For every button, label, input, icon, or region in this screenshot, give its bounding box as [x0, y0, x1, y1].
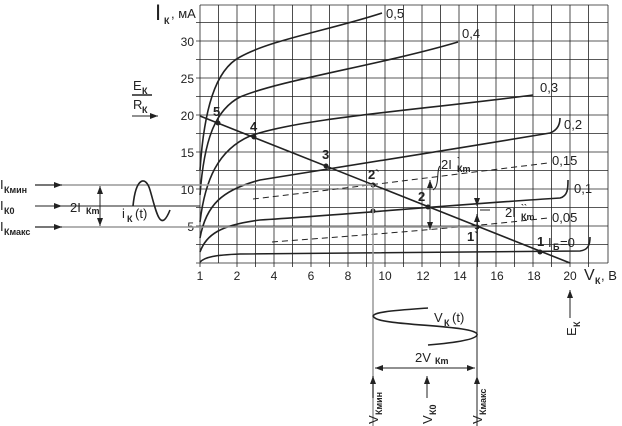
- ib0-value: =0: [560, 235, 575, 250]
- y-axis-title: I К , мА: [155, 0, 196, 26]
- rk-den-sub: К: [142, 105, 148, 115]
- grid: [196, 4, 609, 267]
- vk-signal-sub: К: [444, 318, 450, 328]
- y-tick-labels: 5 10 15 20 25 30: [181, 35, 195, 234]
- x-tick: 4: [271, 269, 278, 283]
- curve-label: 0,1: [574, 181, 592, 196]
- y-tick: 15: [181, 146, 195, 160]
- y-axis-unit: , мА: [171, 6, 196, 21]
- point-label: 3: [322, 147, 329, 162]
- y-axis-sub: К: [164, 16, 170, 26]
- ik-max-label: I: [0, 219, 4, 234]
- x-tick: 8: [345, 269, 352, 283]
- ik-min-label: I: [0, 177, 4, 192]
- ek-sub: К: [572, 321, 582, 327]
- ikm1-label: 2I: [441, 157, 452, 172]
- ib0-label: I: [548, 235, 552, 250]
- curve-ib-0.15: [252, 162, 549, 200]
- vk0-sub: К0: [428, 405, 438, 416]
- ikm2-sup: ``: [521, 203, 527, 213]
- curve-ib-0.3: [199, 94, 534, 223]
- curve-ib-0.5: [199, 12, 383, 171]
- x-tick: 18: [527, 269, 541, 283]
- vk-max-label: V: [470, 415, 485, 424]
- curve-label: 0,2: [564, 117, 582, 132]
- ikm2-label: 2I: [505, 205, 516, 220]
- characteristic-curves: [199, 12, 591, 263]
- curve-ib-0.2: [199, 117, 561, 239]
- x-axis-symbol: V: [584, 267, 595, 284]
- x-tick: 10: [378, 269, 392, 283]
- ek-rk-label: E К R К: [132, 78, 158, 119]
- load-line-points: 5 4 3 2` 2 1` 1: [213, 104, 544, 255]
- curve-ib-0.4: [199, 41, 459, 196]
- output-voltage-projection: V К (t) 2V Кm V Кмин V К0 V Кмакс E К: [366, 185, 582, 426]
- ikm2-sub: Кm: [521, 212, 535, 222]
- ek-label: E: [564, 327, 579, 336]
- vkm-amp-sub: Кm: [435, 356, 449, 366]
- curve-ib-0: [199, 236, 591, 263]
- x-axis-unit: , В: [601, 268, 617, 283]
- ikm-amp-sub: Кm: [86, 206, 100, 216]
- y-axis-symbol: I: [155, 0, 161, 25]
- x-tick: 12: [416, 269, 430, 283]
- x-tick: 2: [234, 269, 241, 283]
- ik-signal-label: i: [122, 206, 125, 221]
- vk0-label: V: [420, 415, 435, 424]
- ik0-label: I: [0, 198, 4, 213]
- vk-min-label: V: [366, 415, 381, 424]
- ik0-sub: К0: [4, 206, 15, 216]
- current-swing-annotations: 2I ` Кm 2I `` Кm: [427, 156, 535, 230]
- input-current-projection: I Кмин I К0 I Кмакс 2I Кm i К (t): [0, 177, 477, 237]
- point-label: 1: [537, 234, 544, 249]
- rk-den: R: [133, 97, 142, 112]
- vkm-amp-label: 2V: [415, 350, 431, 365]
- ikm1-sup: `: [457, 156, 460, 166]
- ikm-amp-label: 2I: [70, 200, 81, 215]
- point-label: 2`: [368, 167, 380, 182]
- point-label: 5: [213, 104, 220, 119]
- x-tick: 6: [308, 269, 315, 283]
- y-tick: 20: [181, 109, 195, 123]
- y-tick: 30: [181, 35, 195, 49]
- load-line: [199, 115, 571, 264]
- vk-min-sub: Кмин: [374, 392, 384, 415]
- x-tick: 16: [490, 269, 504, 283]
- point-label: 1`: [467, 229, 479, 244]
- vk-signal-arg: (t): [452, 310, 464, 325]
- curve-label: 0,4: [462, 26, 480, 41]
- ek-num-sub: К: [142, 86, 148, 96]
- curve-label: 0,15: [552, 153, 577, 168]
- x-axis-title: V К , В: [584, 267, 617, 286]
- point-label: 4: [250, 119, 258, 134]
- x-tick: 14: [453, 269, 467, 283]
- y-tick: 10: [181, 183, 195, 197]
- vk-max-sub: Кмакс: [478, 389, 488, 415]
- ik-signal-sub: К: [127, 214, 133, 224]
- ik-max-sub: Кмакс: [4, 227, 30, 237]
- ik-signal-arg: (t): [135, 206, 147, 221]
- vk-signal-label: V: [434, 310, 443, 325]
- x-tick: 1: [197, 269, 204, 283]
- y-tick: 25: [181, 72, 195, 86]
- x-tick: 20: [563, 269, 577, 283]
- ek-num: E: [133, 78, 142, 93]
- curve-label: 0,5: [386, 6, 404, 21]
- curve-ib-0.05: [271, 217, 549, 243]
- curve-label: 0,05: [552, 210, 577, 225]
- point-label: 2: [418, 189, 425, 204]
- x-axis-sub: К: [595, 276, 601, 286]
- ikm1-sub: Кm: [457, 164, 471, 174]
- x-tick-labels: 1 2 4 6 8 10 12 14 16 18 20: [197, 269, 577, 283]
- ib0-sub: Б: [553, 242, 560, 252]
- ik-min-sub: Кмин: [4, 185, 27, 195]
- curve-labels: 0,5 0,4 0,3 0,2 0,15 0,1 0,05 I Б =0: [386, 6, 592, 252]
- curve-label: 0,3: [540, 80, 558, 95]
